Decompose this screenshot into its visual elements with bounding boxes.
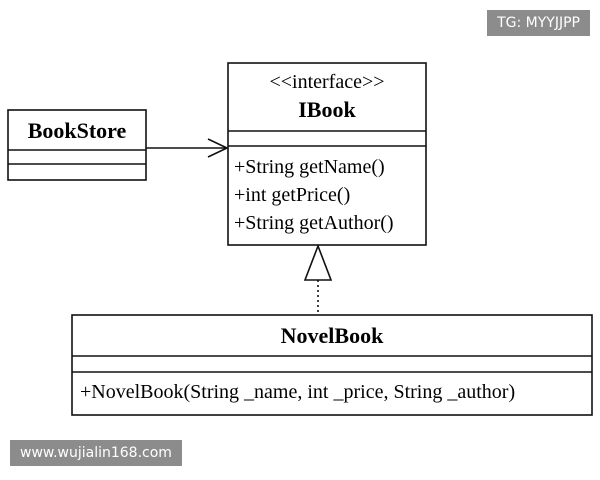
realization-triangle (303, 243, 333, 281)
ibook-name: IBook (298, 97, 356, 122)
association-arrowhead (207, 138, 229, 158)
association-arrow (146, 138, 229, 158)
novelbook-box (71, 314, 593, 416)
watermark-top-right: TG: MYYJJPP (487, 10, 590, 36)
realization-arrow (303, 243, 333, 315)
bookstore-name: BookStore (28, 118, 127, 143)
class-ibook: <<interface>> IBook +String getName() +i… (227, 62, 427, 246)
novelbook-method-1: +NovelBook(String _name, int _price, Str… (80, 381, 515, 403)
ibook-stereotype: <<interface>> (269, 71, 384, 93)
class-bookstore: BookStore (7, 109, 147, 181)
ibook-method-1: +String getName() (234, 156, 385, 178)
bookstore-box (7, 109, 147, 181)
ibook-box (227, 62, 427, 246)
ibook-method-2: +int getPrice() (234, 184, 350, 206)
novelbook-name: NovelBook (281, 323, 384, 348)
ibook-method-3: +String getAuthor() (234, 212, 394, 234)
class-novelbook: NovelBook +NovelBook(String _name, int _… (71, 314, 593, 416)
watermark-bottom-left: www.wujialin168.com (10, 440, 182, 466)
